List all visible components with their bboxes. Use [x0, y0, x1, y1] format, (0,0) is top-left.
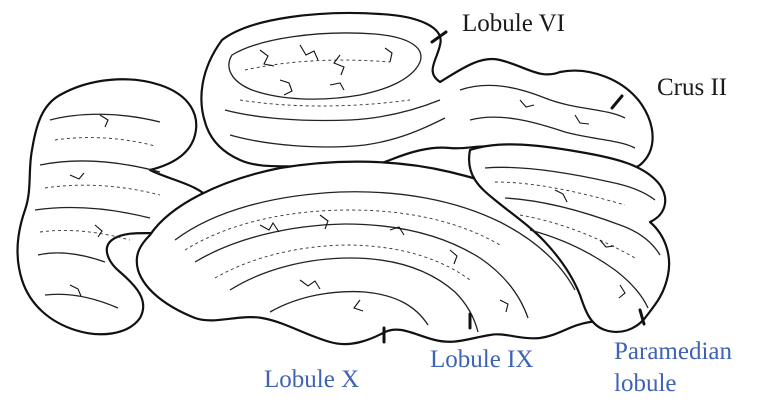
label-crus-ii: Crus II: [657, 74, 727, 102]
label-paramedian-lobule: Paramedian lobule: [614, 336, 732, 400]
upper-lobe-outline: [201, 13, 652, 171]
label-paramedian-line-2: lobule: [614, 368, 732, 400]
label-lobule-vi: Lobule VI: [462, 10, 565, 38]
label-lobule-x: Lobule X: [264, 366, 359, 394]
label-lobule-ix: Lobule IX: [430, 346, 533, 374]
label-paramedian-line-1: Paramedian: [614, 336, 732, 368]
